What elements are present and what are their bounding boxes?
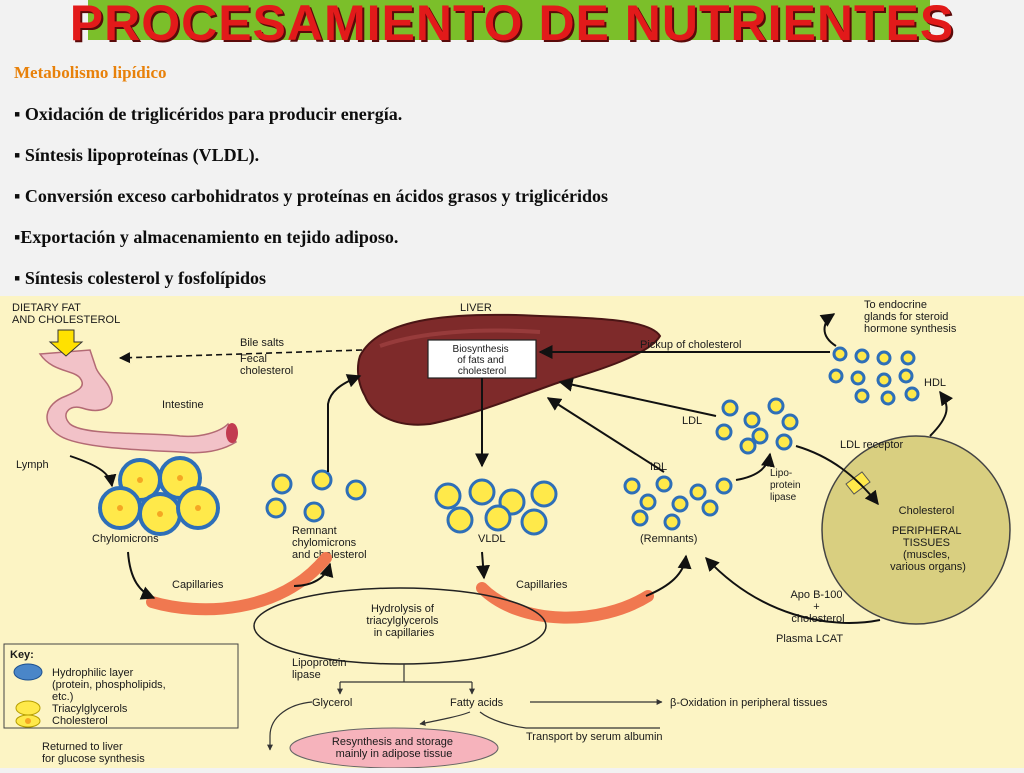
ldl-receptor-label: LDL receptor — [840, 439, 904, 451]
capillaries-right-label: Capillaries — [516, 579, 568, 591]
svg-text:etc.): etc.) — [52, 691, 73, 703]
ldl-label: LDL — [682, 415, 702, 427]
lipid-metabolism-diagram: LIVER Biosynthesis of fats and cholester… — [0, 296, 1024, 769]
bullet-item: ▪ Oxidación de triglicéridos para produc… — [14, 104, 403, 124]
lipo-protein-lipase-right-label: Lipo- protein lipase — [770, 468, 803, 503]
idl-label: IDL — [650, 461, 667, 473]
fatty-acids-label: Fatty acids — [450, 697, 504, 709]
dietary-fat-label: DIETARY FAT AND CHOLESTEROL — [12, 302, 120, 326]
triacylglycerol-swatch — [15, 700, 41, 716]
svg-text:Triacylglycerols: Triacylglycerols — [52, 703, 128, 715]
slide-title: PROCESAMIENTO DE NUTRIENTES — [69, 0, 955, 51]
vldl-label: VLDL — [478, 533, 506, 545]
bullet-item: ▪ Conversión exceso carbohidratos y prot… — [14, 186, 609, 206]
peripheral-tissues-label: Cholesterol PERIPHERAL TISSUES (muscles,… — [890, 505, 966, 573]
bullet-item: ▪Exportación y almacenamiento en tejido … — [14, 227, 399, 247]
plasma-lcat-label: Plasma LCAT — [776, 633, 843, 645]
ldl-particles — [715, 397, 799, 455]
svg-text:Hydrophilic layer: Hydrophilic layer — [52, 667, 134, 679]
dietary-input-arrow — [48, 329, 84, 357]
to-endocrine-label: To endocrine glands for steroid hormone … — [864, 299, 957, 335]
bullet-item: ▪ Síntesis colesterol y fosfolípidos — [14, 268, 267, 288]
slide-subtitle: Metabolismo lipídico — [14, 63, 167, 82]
biosynthesis-box — [427, 339, 537, 379]
idl-particles — [623, 475, 733, 531]
capillaries-left-label: Capillaries — [172, 579, 224, 591]
hdl-label: HDL — [924, 377, 946, 389]
bullet-item: ▪ Síntesis lipoproteínas (VLDL). — [14, 145, 260, 165]
intestine-shape — [38, 349, 237, 454]
svg-text:Cholesterol: Cholesterol — [52, 715, 108, 727]
capillary-left — [146, 552, 332, 616]
key-legend: Key: Hydrophilic layer (protein, phospho… — [3, 643, 239, 729]
chylomicrons-label: Chylomicrons — [92, 533, 159, 545]
chylomicron-particles — [98, 456, 220, 536]
beta-oxidation-label: β-Oxidation in peripheral tissues — [670, 697, 828, 709]
hydrolysis-ellipse — [253, 587, 547, 665]
transport-label: Transport by serum albumin — [526, 731, 663, 743]
fecal-cholesterol-label: Fecal cholesterol — [240, 353, 293, 377]
lipoprotein-lipase-label: Lipoprotein lipase — [292, 657, 350, 681]
vldl-particles — [434, 478, 558, 536]
title-band — [88, 0, 930, 40]
pickup-cholesterol-label: Pickup of cholesterol — [640, 339, 742, 351]
resynthesis-label: Resynthesis and storage mainly in adipos… — [332, 736, 456, 760]
liver-label: LIVER — [460, 302, 492, 314]
intestine-label: Intestine — [162, 399, 204, 411]
returned-to-liver-label: Returned to liver for glucose synthesis — [42, 741, 145, 765]
svg-text:(protein, phospholipids,: (protein, phospholipids, — [52, 679, 166, 691]
hydrolysis-label: Hydrolysis of triacylglycerols in capill… — [366, 603, 441, 639]
remnants-label: (Remnants) — [640, 533, 697, 545]
biosynthesis-label: Biosynthesis of fats and cholesterol — [453, 344, 512, 377]
capillary-right — [476, 582, 654, 624]
svg-text:Key:: Key: — [10, 649, 34, 661]
hdl-particles — [828, 346, 920, 406]
bile-salts-label: Bile salts — [240, 337, 285, 349]
hydrophilic-layer-swatch — [13, 663, 43, 681]
remnant-particles — [265, 469, 367, 523]
glycerol-label: Glycerol — [312, 697, 352, 709]
lymph-label: Lymph — [16, 459, 49, 471]
